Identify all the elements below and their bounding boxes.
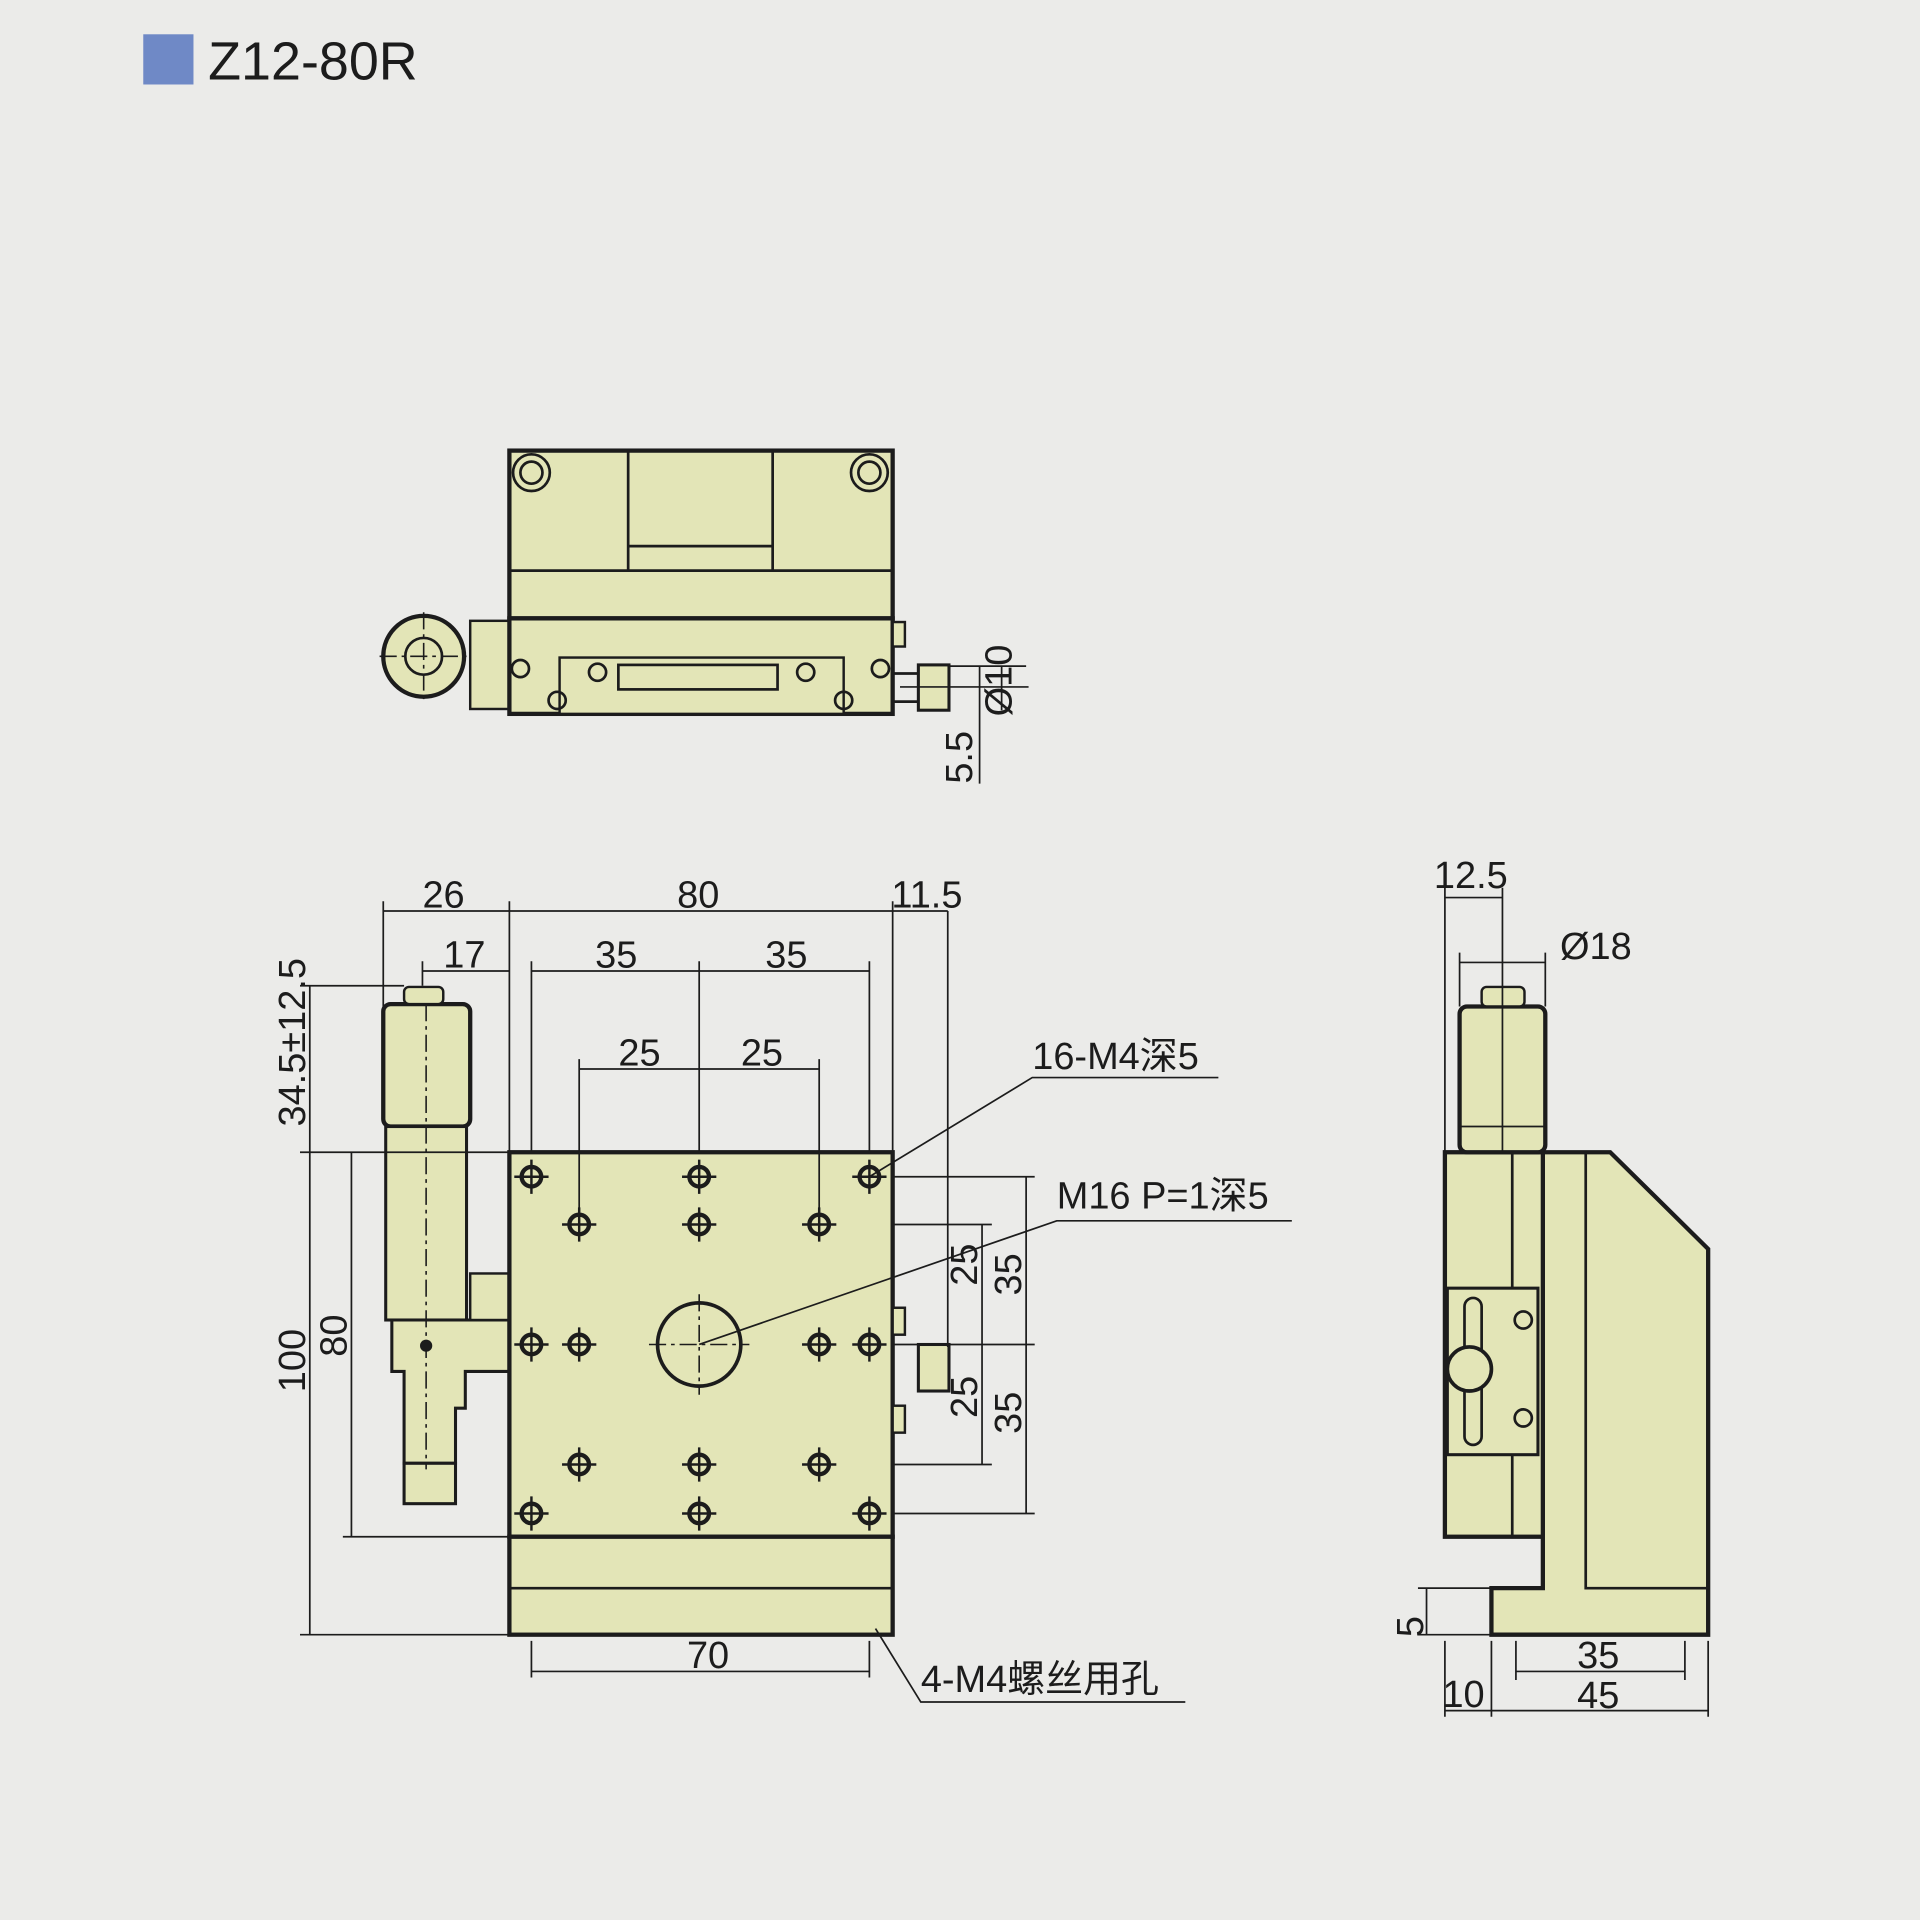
dim-25-left: 25 xyxy=(618,1032,660,1074)
dim-80-width: 80 xyxy=(677,874,719,916)
dim-5: 5 xyxy=(1390,1616,1432,1637)
front-view: 26 80 11.5 17 35 35 25 25 34.5±12.5 100 … xyxy=(272,874,1292,1703)
dim-26: 26 xyxy=(422,874,464,916)
hole-centerline xyxy=(682,1447,717,1482)
dim-knob-diameter: Ø10 xyxy=(978,645,1020,717)
hole-centerline xyxy=(802,1327,837,1362)
dim-35-left: 35 xyxy=(595,934,637,976)
side-bracket xyxy=(1489,1150,1711,1637)
dim-100: 100 xyxy=(272,1329,314,1392)
model-title: Z12-80R xyxy=(208,32,418,92)
hole-centerline xyxy=(682,1207,717,1242)
dim-dia-18: Ø18 xyxy=(1560,926,1632,968)
dim-25-lower: 25 xyxy=(944,1376,986,1418)
top-stage-body xyxy=(507,448,895,621)
hole-centerline xyxy=(514,1496,549,1531)
dim-45: 45 xyxy=(1577,1675,1619,1717)
hole-centerline xyxy=(514,1159,549,1194)
dim-travel: 34.5±12.5 xyxy=(272,958,314,1127)
hole-centerline xyxy=(852,1327,887,1362)
dim-70: 70 xyxy=(687,1635,729,1677)
dim-35-upper: 35 xyxy=(988,1253,1030,1295)
hole-centerline xyxy=(514,1327,549,1362)
dim-25-right: 25 xyxy=(741,1032,783,1074)
dim-25-upper: 25 xyxy=(944,1244,986,1286)
hole-centerline xyxy=(562,1327,597,1362)
hole-centerline xyxy=(852,1496,887,1531)
dim-11-5: 11.5 xyxy=(891,874,962,916)
top-view: Ø10 5.5 xyxy=(379,448,1029,784)
dim-80-height: 80 xyxy=(314,1315,356,1357)
hole-centerline xyxy=(562,1447,597,1482)
hole-centerline xyxy=(562,1207,597,1242)
dim-12-5: 12.5 xyxy=(1434,855,1508,897)
stage-base xyxy=(507,1534,895,1637)
tapped-holes xyxy=(514,1159,887,1531)
dim-17: 17 xyxy=(443,934,485,976)
dim-35: 35 xyxy=(1577,1635,1619,1677)
dim-10: 10 xyxy=(1442,1674,1484,1716)
hole-centerline xyxy=(682,1159,717,1194)
hole-centerline xyxy=(682,1496,717,1531)
side-view: 12.5 Ø18 5 10 35 45 xyxy=(1390,855,1711,1717)
dim-knob-offset: 5.5 xyxy=(939,731,981,784)
note-mount-holes: 4-M4螺丝用孔 xyxy=(921,1659,1159,1701)
hole-centerline xyxy=(802,1447,837,1482)
note-tapped-holes: 16-M4深5 xyxy=(1032,1036,1199,1078)
hole-centerline xyxy=(802,1207,837,1242)
title-marker xyxy=(143,34,194,85)
note-center-hole: M16 P=1深5 xyxy=(1057,1176,1269,1218)
dim-35-right: 35 xyxy=(765,934,807,976)
hole-centerline xyxy=(852,1159,887,1194)
dim-35-lower: 35 xyxy=(988,1392,1030,1434)
